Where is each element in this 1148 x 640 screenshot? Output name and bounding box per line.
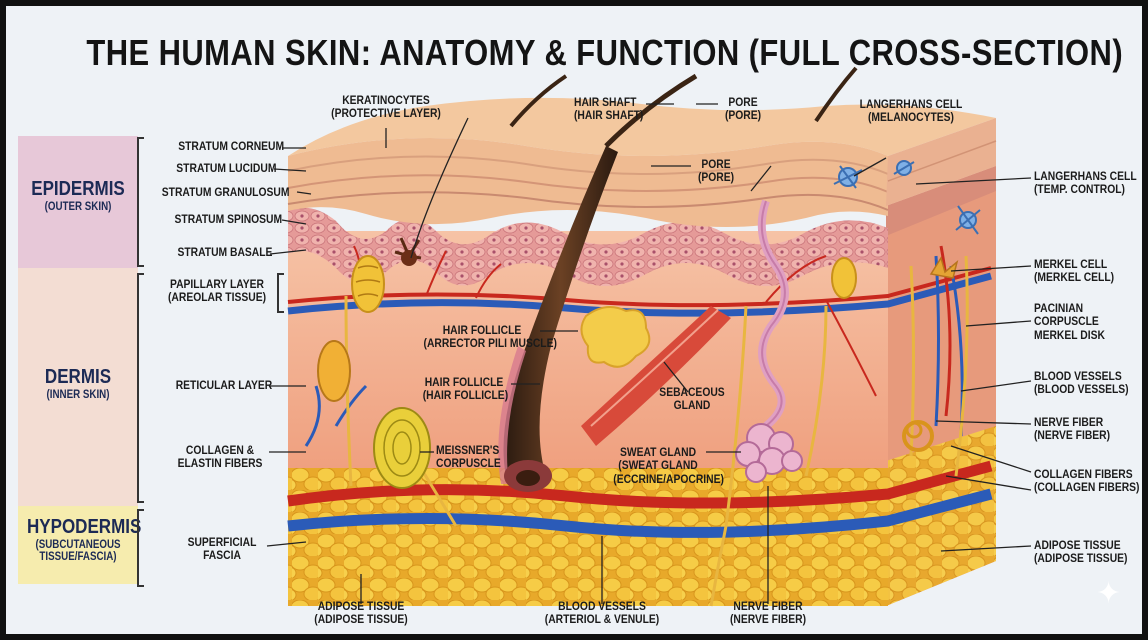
label-adipose-tissue-bottom: ADIPOSE TISSUE(ADIPOSE TISSUE) — [305, 600, 417, 627]
layer-brackets — [138, 138, 284, 586]
label-collagen-elastin: COLLAGEN &ELASTIN FIBERS — [172, 444, 268, 471]
label-sweat-gland: SWEAT GLAND(SWEAT GLAND(ECCRINE/APOCRINE… — [613, 446, 702, 486]
label-stratum-lucidum: STRATUM LUCIDUM — [176, 162, 276, 175]
label-pore-top: PORE(PORE) — [722, 96, 765, 123]
label-merkel-cell: MERKEL CELL(MERKEL CELL) — [1034, 258, 1114, 285]
label-stratum-spinosum: STRATUM SPINOSUM — [174, 213, 282, 226]
page-title: THE HUMAN SKIN: ANATOMY & FUNCTION (FULL… — [86, 32, 1073, 74]
label-keratinocytes: KERATINOCYTES(PROTECTIVE LAYER) — [322, 94, 451, 121]
label-pore-mid: PORE(PORE) — [695, 158, 738, 185]
label-langerhans-top: LANGERHANS CELL(MELANOCYTES) — [855, 98, 967, 125]
label-adipose-tissue-right: ADIPOSE TISSUE(ADIPOSE TISSUE) — [1034, 539, 1127, 566]
label-nerve-fiber-bottom: NERVE FIBER(NERVE FIBER) — [723, 600, 812, 627]
label-papillary-layer: PAPILLARY LAYER(AREOLAR TISSUE) — [165, 278, 270, 305]
label-hair-follicle: HAIR FOLLICLE(HAIR FOLLICLE) — [423, 376, 506, 403]
label-blood-vessels-bottom: BLOOD VESSELS(ARTERIOL & VENULE) — [542, 600, 662, 627]
label-reticular-layer: RETICULAR LAYER — [175, 379, 272, 392]
label-stratum-corneum: STRATUM CORNEUM — [178, 140, 284, 153]
label-hair-shaft: HAIR SHAFT(HAIR SHAFT) — [574, 96, 643, 123]
label-blood-vessels-right: BLOOD VESSELS(BLOOD VESSELS) — [1034, 370, 1129, 397]
label-nerve-fiber-right: NERVE FIBER(NERVE FIBER) — [1034, 416, 1110, 443]
label-collagen-fibers: COLLAGEN FIBERS(COLLAGEN FIBERS) — [1034, 468, 1139, 495]
label-langerhans-cell: LANGERHANS CELL(TEMP. CONTROL) — [1034, 170, 1137, 197]
label-stratum-basale: STRATUM BASALE — [177, 246, 272, 259]
label-hair-follicle-arrector: HAIR FOLLICLE(ARRECTOR PILI MUSCLE) — [424, 324, 541, 351]
sparkle-icon: ✦ — [1096, 576, 1121, 611]
label-stratum-granulosum: STRATUM GRANULOSUM — [161, 186, 289, 199]
